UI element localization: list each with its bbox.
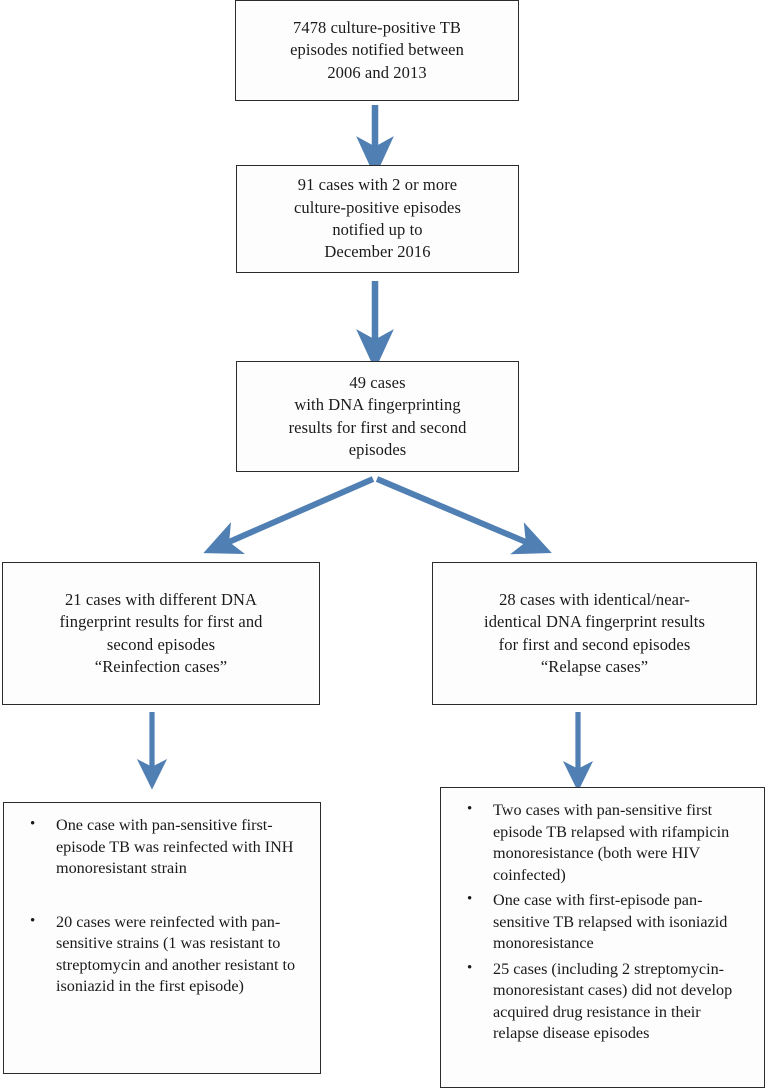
text-line: episodes notified between — [290, 40, 464, 60]
node-relapse-cases: 28 cases with identical/near- identical … — [432, 562, 757, 705]
node-multiple-episodes-text: 91 cases with 2 or more culture-positive… — [284, 174, 471, 264]
bullet-icon: • — [467, 959, 473, 976]
list-item: • One case with first-episode pan-sensit… — [451, 890, 750, 955]
node-dna-fingerprinting: 49 cases with DNA fingerprinting results… — [236, 361, 519, 472]
list-item-text: 20 cases were reinfected with pan-sensit… — [56, 912, 296, 996]
text-line: fingerprint results for first and — [59, 612, 263, 632]
list-item-text: One case with pan-sensitive first-episod… — [56, 816, 294, 878]
bullet-icon: • — [30, 816, 36, 832]
bullet-icon: • — [467, 891, 473, 908]
relapse-detail-list: • Two cases with pan-sensitive first epi… — [441, 788, 764, 1059]
list-item: • One case with pan-sensitive first-epis… — [14, 815, 306, 880]
node-multiple-episodes: 91 cases with 2 or more culture-positive… — [236, 165, 519, 273]
bullet-icon: • — [30, 912, 36, 929]
text-line: episodes — [348, 439, 407, 459]
text-line: with DNA fingerprinting — [294, 395, 461, 415]
text-line: results for first and second — [288, 417, 467, 437]
reinfection-detail-list: • One case with pan-sensitive first-epis… — [4, 803, 320, 1008]
text-line: “Relapse cases” — [540, 656, 649, 676]
arrow-dna-to-relapse — [375, 476, 552, 555]
text-line: “Reinfection cases” — [94, 656, 228, 676]
bullet-icon: • — [467, 801, 473, 817]
text-line: second episodes — [106, 634, 216, 654]
text-line: 21 cases with different DNA — [64, 589, 258, 609]
list-item: • 25 cases (including 2 streptomycin-mon… — [451, 959, 750, 1045]
node-reinfection-cases-text: 21 cases with different DNA fingerprint … — [49, 589, 272, 679]
text-line: December 2016 — [324, 242, 431, 262]
list-item-text: Two cases with pan-sensitive first episo… — [493, 801, 730, 884]
node-relapse-cases-text: 28 cases with identical/near- identical … — [474, 589, 715, 679]
text-line: 2006 and 2013 — [327, 62, 427, 82]
text-line: identical DNA fingerprint results — [484, 612, 705, 632]
list-item-text: 25 cases (including 2 streptomycin-monor… — [493, 959, 733, 1043]
node-relapse-detail: • Two cases with pan-sensitive first epi… — [440, 787, 765, 1088]
list-item-text: One case with first-episode pan-sensitiv… — [493, 891, 728, 953]
text-line: 49 cases — [349, 372, 406, 392]
text-line: 28 cases with identical/near- — [499, 589, 690, 609]
node-reinfection-cases: 21 cases with different DNA fingerprint … — [2, 562, 320, 705]
text-line: notified up to — [332, 220, 423, 239]
node-dna-fingerprinting-text: 49 cases with DNA fingerprinting results… — [279, 372, 477, 462]
node-reinfection-detail: • One case with pan-sensitive first-epis… — [3, 802, 321, 1074]
list-item: • Two cases with pan-sensitive first epi… — [451, 800, 750, 886]
node-total-episodes-text: 7478 culture-positive TB episodes notifi… — [280, 17, 474, 84]
text-line: culture-positive episodes — [293, 197, 461, 217]
text-line: 91 cases with 2 or more — [297, 175, 458, 195]
arrow-dna-to-reinfection — [203, 476, 375, 554]
text-line: 7478 culture-positive TB — [293, 17, 461, 37]
text-line: for first and second episodes — [498, 634, 691, 654]
node-total-episodes: 7478 culture-positive TB episodes notifi… — [235, 0, 519, 101]
list-item: • 20 cases were reinfected with pan-sens… — [14, 912, 306, 998]
